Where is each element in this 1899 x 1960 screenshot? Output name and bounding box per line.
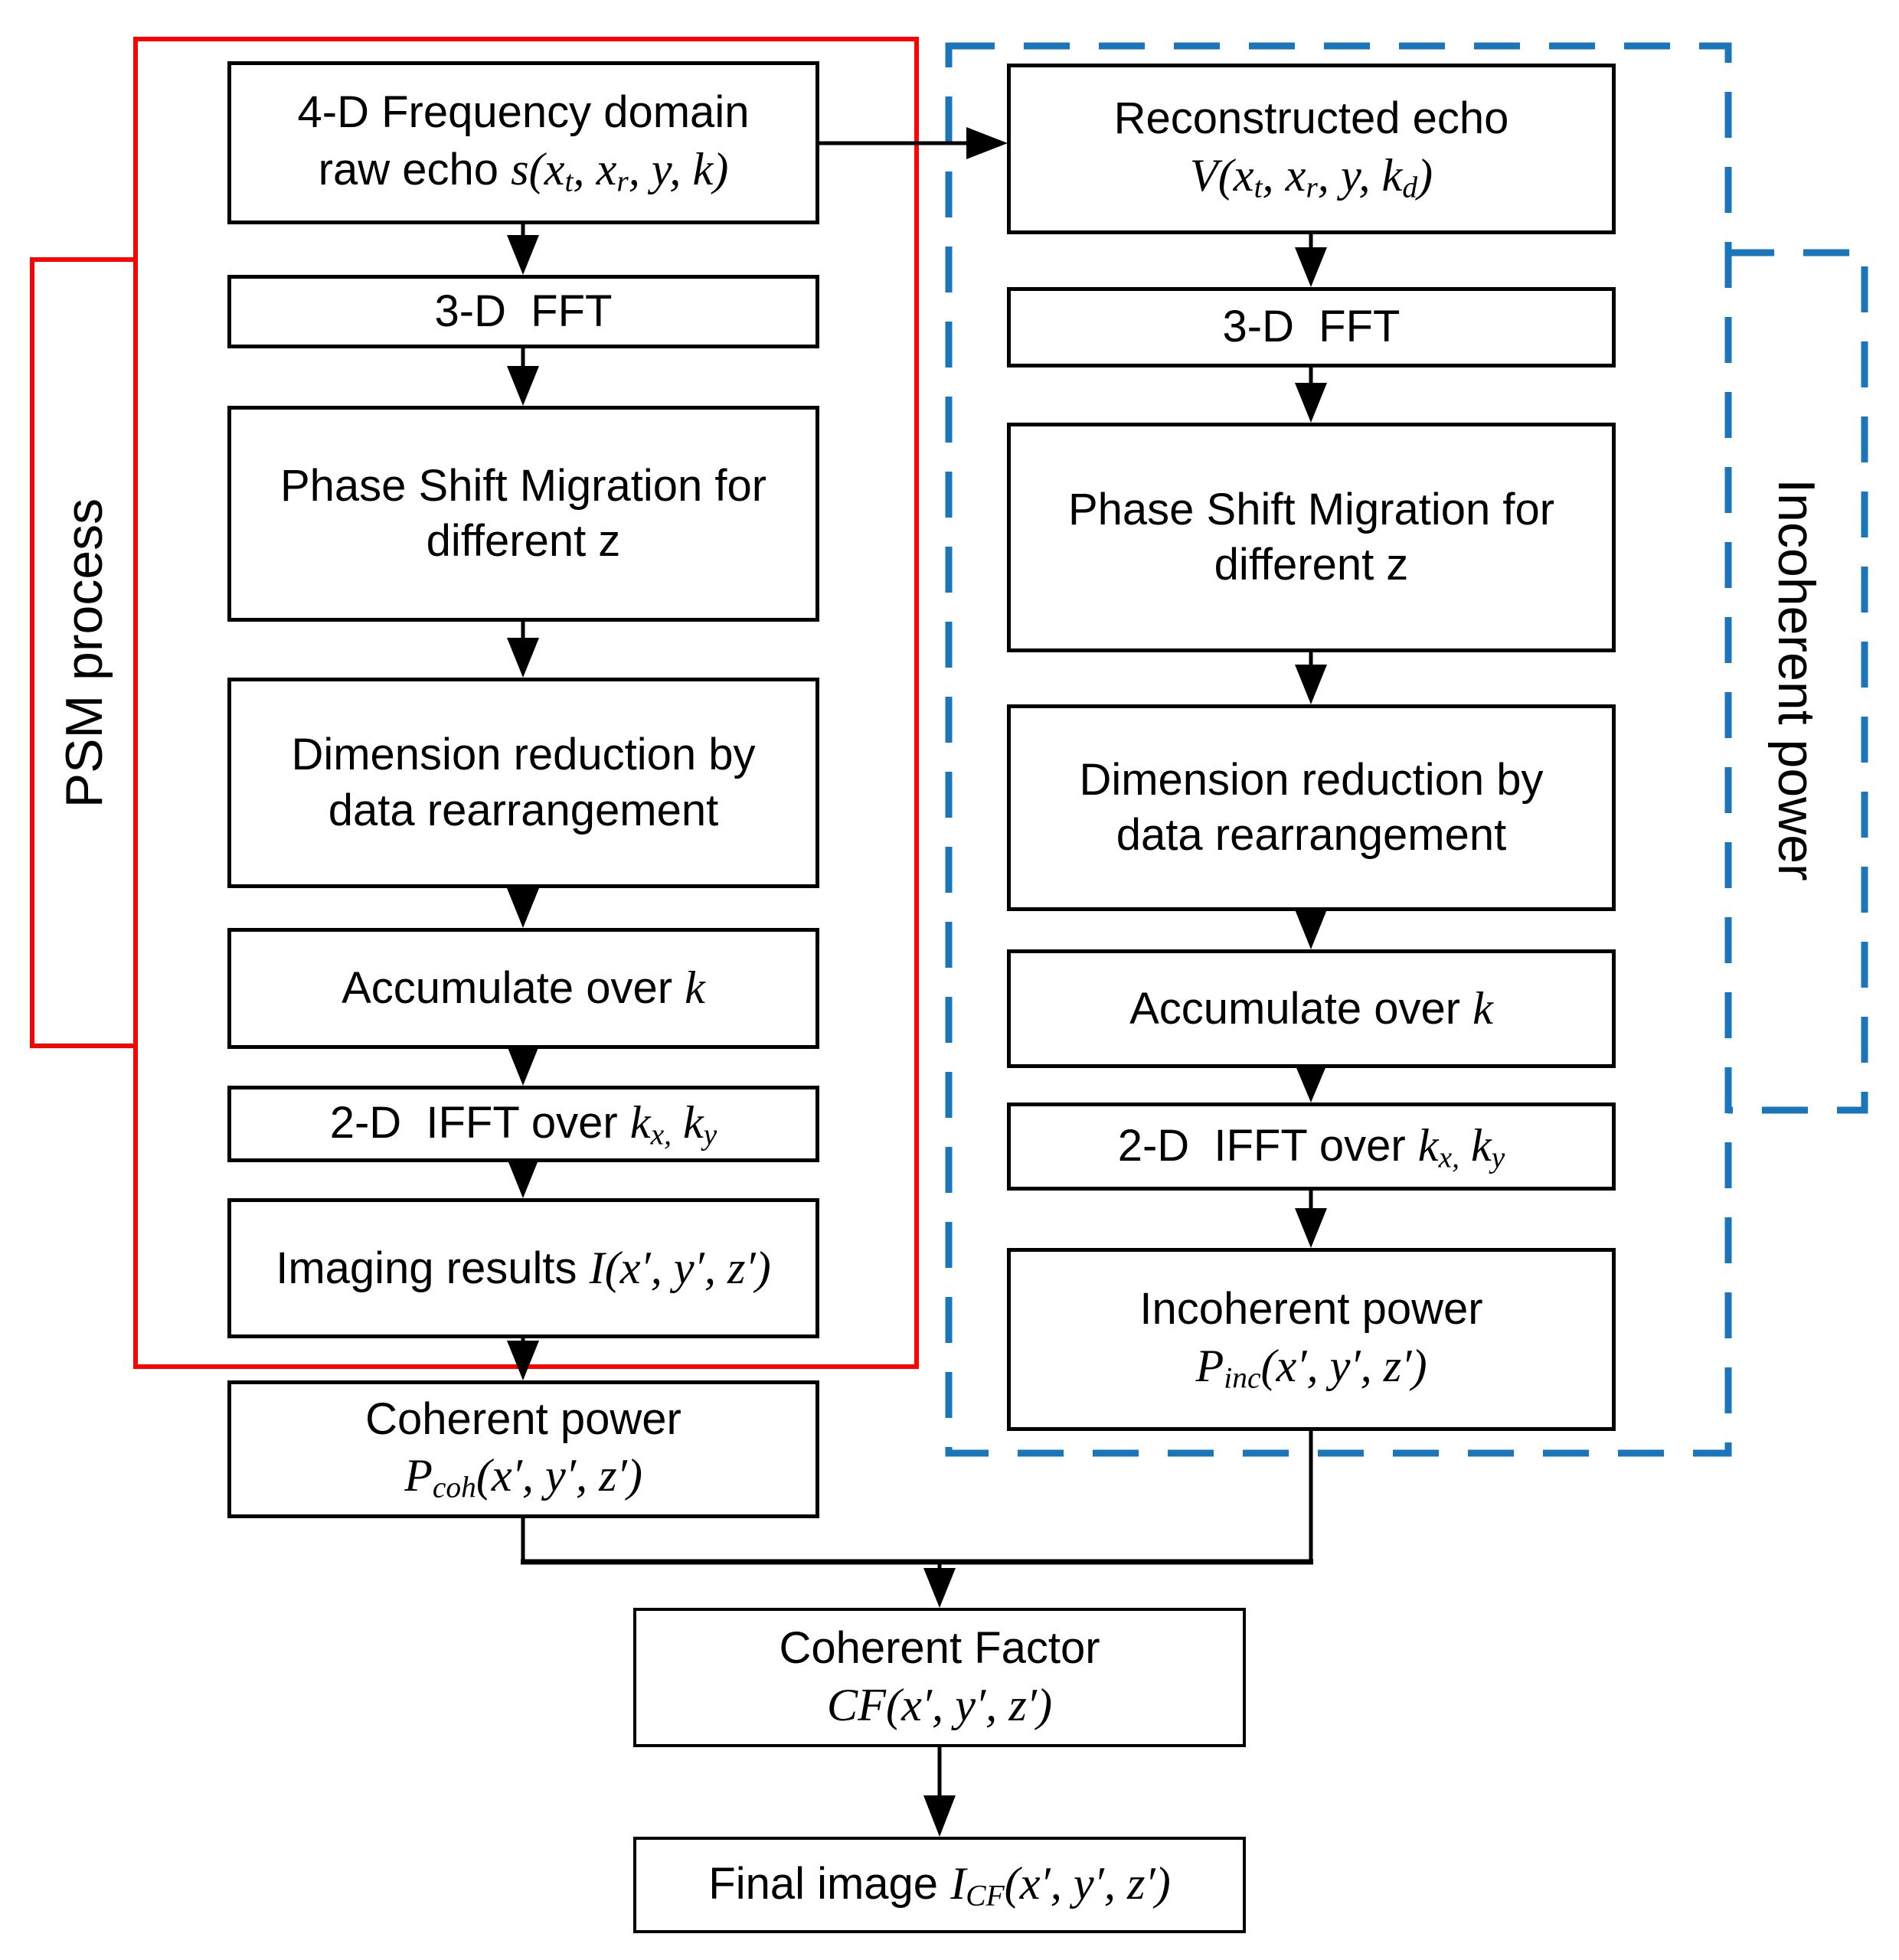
arrow-left-5-6 bbox=[507, 1046, 539, 1086]
node-phase-shift-migration-right: Phase Shift Migration for different z bbox=[1007, 423, 1616, 652]
psm-bracket bbox=[30, 257, 136, 1048]
arrow-left-4-5 bbox=[507, 888, 539, 928]
node-label-line: 2-D IFFT over kx, ky bbox=[329, 1097, 717, 1152]
node-dimension-reduction-left: Dimension reduction by data rearrangement bbox=[227, 678, 819, 888]
node-label-line: Coherent power bbox=[365, 1393, 681, 1444]
node-ifft-left: 2-D IFFT over kx, ky bbox=[227, 1086, 819, 1162]
arrow-right-5-6 bbox=[1295, 1064, 1327, 1102]
node-label-line: Incoherent power bbox=[1139, 1284, 1483, 1334]
node-label-line: 4-D Frequency domain bbox=[297, 87, 750, 138]
node-accumulate-right: Accumulate over k bbox=[1007, 949, 1616, 1068]
arrow-left-6-7 bbox=[507, 1158, 539, 1198]
node-label-line: raw echo s(xt, xr, y, k) bbox=[318, 143, 729, 198]
node-label-line: V(xt, xr, y, kd) bbox=[1189, 149, 1433, 204]
incoherent-power-label: Incoherent power bbox=[1767, 479, 1825, 881]
node-label-line: Accumulate over k bbox=[342, 962, 705, 1014]
arrow-right-1-2 bbox=[1295, 234, 1327, 287]
arrow-right-3-4 bbox=[1295, 652, 1327, 704]
node-label-line: CF(x′, y′, z′) bbox=[826, 1679, 1053, 1731]
arrow-left-7-8 bbox=[507, 1338, 539, 1380]
node-label-line: Phase Shift Migration for bbox=[279, 460, 767, 511]
node-final-image: Final image ICF(x′, y′, z′) bbox=[633, 1837, 1246, 1933]
node-label-line: different z bbox=[426, 516, 621, 566]
arrow-merge-to-coherent-factor bbox=[923, 1562, 956, 1608]
node-label-line: Imaging results I(x′, y′, z′) bbox=[276, 1242, 771, 1294]
node-label-line: data rearrangement bbox=[328, 785, 719, 835]
node-label-line: 3-D FFT bbox=[1222, 302, 1401, 352]
node-label-line: 3-D FFT bbox=[434, 286, 613, 336]
incoherent-bracket bbox=[1728, 249, 1868, 1114]
node-label-line: Coherent Factor bbox=[779, 1623, 1100, 1674]
arrow-coherent-factor-to-final bbox=[923, 1747, 956, 1837]
node-label-line: Pinc(x′, y′, z′) bbox=[1195, 1340, 1427, 1395]
psm-process-label: PSM process bbox=[55, 498, 113, 808]
arrow-left-1-2 bbox=[507, 224, 539, 275]
arrow-left-2-3 bbox=[507, 348, 539, 406]
node-label-line: different z bbox=[1214, 540, 1409, 590]
node-label-line: Phase Shift Migration for bbox=[1067, 484, 1555, 534]
node-ifft-right: 2-D IFFT over kx, ky bbox=[1007, 1102, 1616, 1191]
incoherent-region-outline bbox=[945, 42, 1732, 1457]
node-label-line: Reconstructed echo bbox=[1113, 93, 1509, 144]
node-fft-right: 3-D FFT bbox=[1007, 287, 1616, 368]
node-label-line: Dimension reduction by bbox=[291, 730, 756, 779]
node-label-line: Final image ICF(x′, y′, z′) bbox=[708, 1858, 1171, 1913]
arrow-right-4-5 bbox=[1295, 910, 1327, 949]
arrow-raw-echo-to-reconstructed-echo bbox=[819, 127, 1008, 159]
arrow-left-3-4 bbox=[507, 622, 539, 678]
arrow-right-6-7 bbox=[1295, 1191, 1327, 1248]
node-fft-left: 3-D FFT bbox=[227, 275, 819, 348]
arrow-right-2-3 bbox=[1295, 368, 1327, 423]
node-label-line: Dimension reduction by bbox=[1079, 754, 1544, 805]
node-label-line: 2-D IFFT over kx, ky bbox=[1117, 1119, 1505, 1174]
node-label-line: data rearrangement bbox=[1116, 810, 1507, 860]
node-accumulate-left: Accumulate over k bbox=[227, 928, 819, 1049]
node-label-line: Pcoh(x′, y′, z′) bbox=[404, 1450, 642, 1504]
node-label-line: Accumulate over k bbox=[1129, 982, 1493, 1034]
node-imaging-results: Imaging results I(x′, y′, z′) bbox=[227, 1198, 819, 1338]
